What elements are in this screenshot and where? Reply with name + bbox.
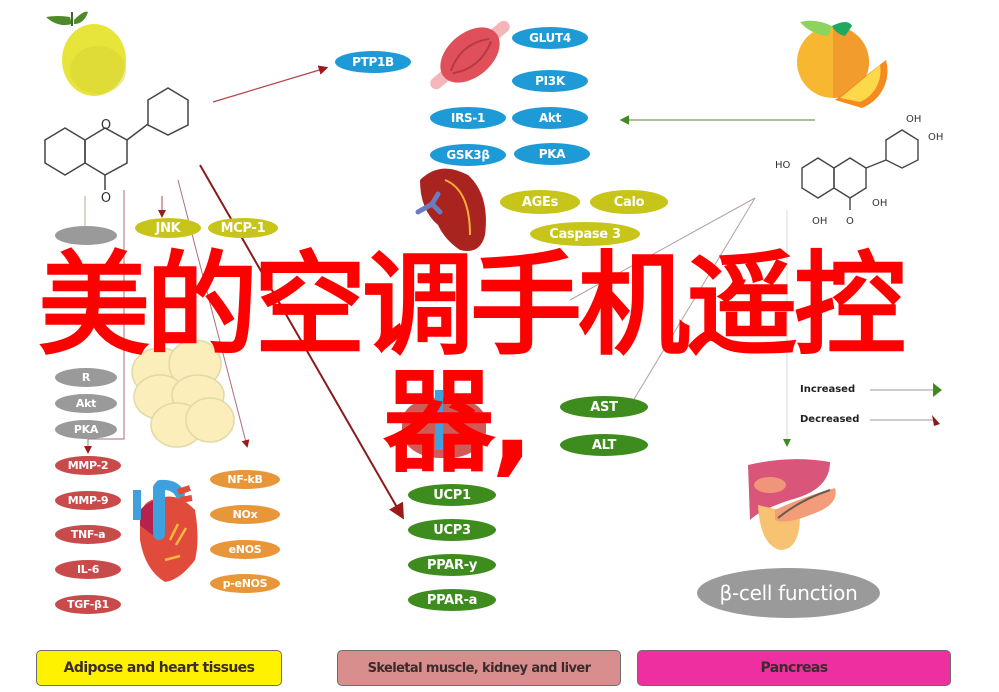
label-caspase3: Caspase 3 [530,222,640,246]
label-enos: eNOS [210,540,280,559]
label-p-enos: p-eNOS [210,574,280,593]
label-ages: AGEs [500,190,580,214]
label-ucp3: UCP3 [408,519,496,541]
label-nox: NOx [210,505,280,524]
muscle-icon [430,20,510,90]
label-ptp1b: PTP1B [335,51,411,73]
key-decreased-label: Decreased [800,414,860,425]
label-glut4: GLUT4 [512,27,588,49]
label-ppar-a: PPAR-a [408,589,496,611]
liver-icon [402,398,486,458]
legend-pancreas: Pancreas [637,650,951,686]
adipocytes-icon [131,339,235,448]
label-jnk: JNK [135,218,201,238]
label-nfkb: NF-kB [210,470,280,489]
quercetin-oh-4: OH [812,216,827,227]
label-pka-adipose: PKA [55,420,117,439]
label-ppar-y: PPAR-y [408,554,496,576]
label-irs1: IRS-1 [430,107,506,129]
label-alt: ALT [560,434,648,456]
flavone-structure [44,87,189,190]
line-to-kidney [569,197,756,301]
quercetin-oh-2: OH [928,132,943,143]
label-akt: Akt [512,107,588,129]
key-decreased-head [932,415,940,426]
quercetin-o: O [846,216,854,227]
lemon-icon [46,11,126,96]
legend-adipose-heart: Adipose and heart tissues [36,650,282,686]
key-increased-label: Increased [800,384,856,395]
label-gsk3b: GSK3β [430,144,506,166]
heart-icon [133,479,198,582]
label-ir: R [55,368,117,387]
quercetin-oh-3: OH [872,198,887,209]
arrow-to-ptp1b [212,65,329,103]
label-ast: AST [560,396,648,418]
label-mmp2: MMP-2 [55,456,121,475]
flavone-o1: O [101,118,111,133]
label-akt-adipose: Akt [55,394,117,413]
label-calo: Calo [590,190,668,214]
label-pka: PKA [514,143,590,165]
label-ucp1: UCP1 [408,484,496,506]
legend-muscle-kidney-liver: Skeletal muscle, kidney and liver [337,650,621,686]
kidney-icon [415,168,486,251]
label-mcp1: MCP-1 [208,218,278,238]
label-pi3k: PI3K [512,70,588,92]
key-increased-head [933,383,942,397]
label-tnfa: TNF-a [55,525,121,544]
label-il6: IL-6 [55,560,121,579]
label-mmp9: MMP-9 [55,491,121,510]
pancreas-icon [748,459,836,550]
quercetin-ho: HO [775,160,791,171]
quercetin-oh-1: OH [906,114,921,125]
quercetin-structure [801,129,919,210]
watermark-line-1: 美的空调手机遥控 [38,241,906,371]
watermark-line-2: 器, [383,358,534,488]
line-left-to-mmp2 [84,190,125,454]
label-gray-hidden [55,226,117,245]
orange-icon [797,20,888,108]
liver-vessel [435,390,443,450]
arrow-to-ast [628,197,756,408]
label-beta-cell-function: β-cell function [697,568,880,618]
label-tgfb1: TGF-β1 [55,595,121,614]
flavone-o2: O [101,191,111,206]
